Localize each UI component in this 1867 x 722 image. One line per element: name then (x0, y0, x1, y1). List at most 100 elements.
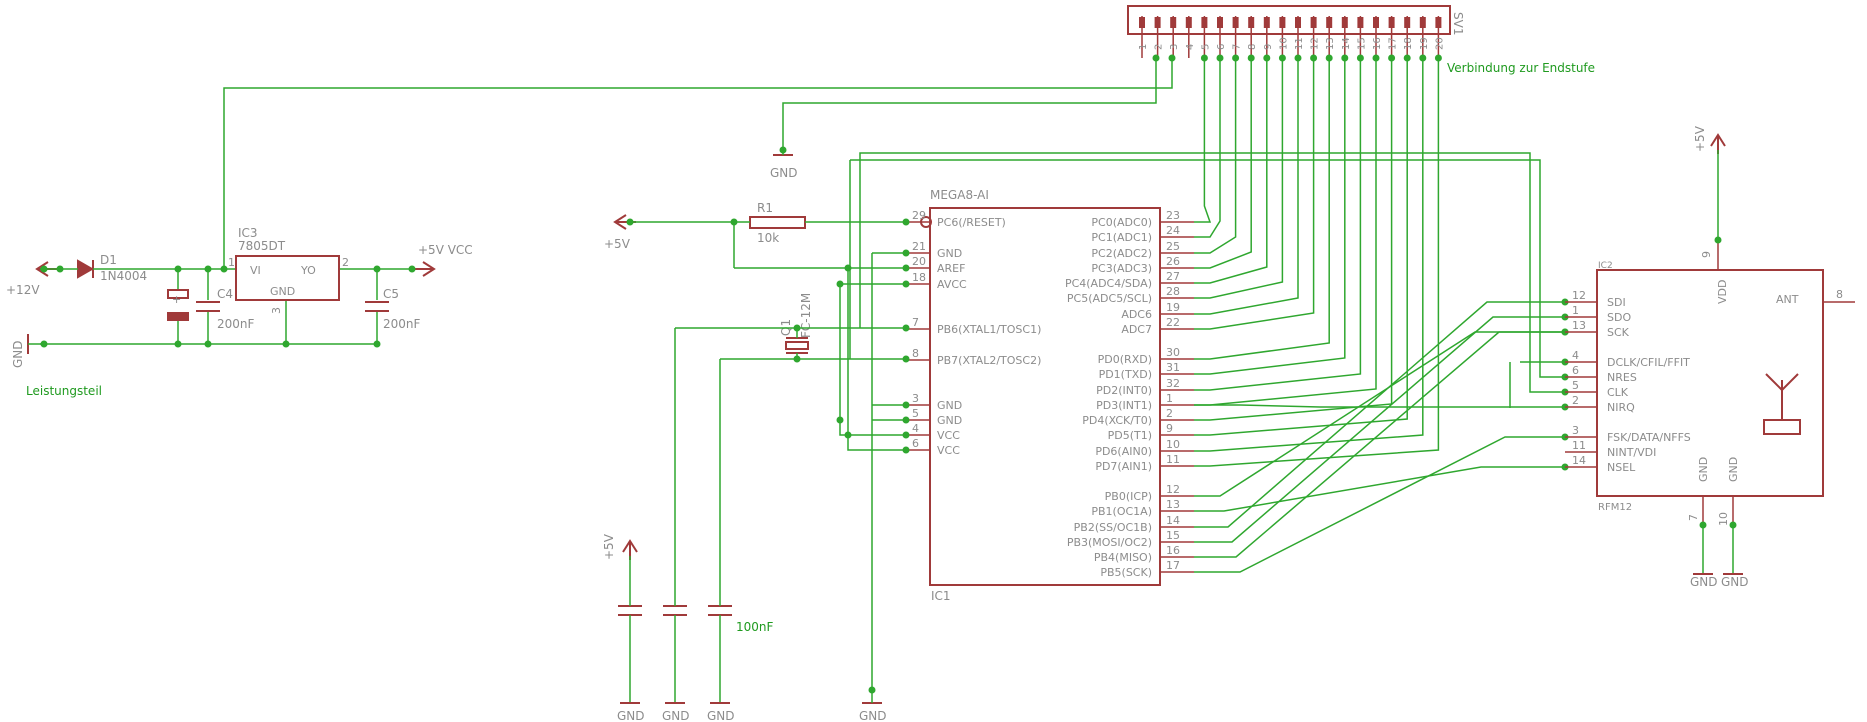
mega-right-num: 1 (1166, 392, 1173, 405)
svg-text:1: 1 (228, 256, 235, 269)
mega-right-num: 11 (1166, 453, 1180, 466)
r1-name: R1 (757, 201, 773, 215)
mega-left-num: 7 (912, 316, 919, 329)
mega-right-pin: PC1(ADC1) (1091, 231, 1152, 244)
mega-left-pin: AREF (937, 262, 965, 275)
sv1-pin-1: 1 (1138, 44, 1149, 50)
sv1-name: SV1 (1451, 12, 1465, 35)
rfm-left-pin: SCK (1607, 326, 1630, 339)
ic1-mega8: MEGA8-AI IC1 PC6(/RESET)29GND21AREF20AVC… (906, 188, 1194, 603)
svg-text:+: + (172, 293, 181, 306)
rfm-left-pin: FSK/DATA/NFFS (1607, 431, 1691, 444)
ic1-name: IC1 (931, 589, 951, 603)
rfm-left-pin: NIRQ (1607, 401, 1635, 414)
rfm-left-num: 13 (1572, 319, 1586, 332)
sv1-pin-10: 10 (1278, 37, 1289, 50)
power-section: +12V D1 1N4004 GND Leistungsteil (6, 58, 1173, 398)
sv1-pin-2: 2 (1154, 44, 1165, 50)
sv1-pin-16: 16 (1372, 37, 1383, 50)
mega-left-num: 29 (912, 209, 926, 222)
mega-right-pin: PB3(MOSI/OC2) (1067, 536, 1152, 549)
q1-value: FC-12M (799, 293, 813, 338)
mega-right-num: 13 (1166, 498, 1180, 511)
antenna-icon (1763, 373, 1801, 435)
mega-right-pin: PB5(SCK) (1100, 566, 1152, 579)
mega-right-pin: PC2(ADC2) (1091, 247, 1152, 260)
capacitor-c4 (196, 301, 220, 312)
mega-right-pin: PD7(AIN1) (1095, 460, 1152, 473)
vcc-label: +5V VCC (418, 243, 473, 257)
mega-left-num: 6 (912, 437, 919, 450)
rfm-left-num: 2 (1572, 394, 1579, 407)
svg-text:8: 8 (1836, 288, 1843, 301)
c5-name: C5 (383, 287, 399, 301)
gnd-rfm1: GND (1690, 575, 1718, 589)
sv1-pin-18: 18 (1403, 37, 1414, 50)
sv1-pin-15: 15 (1356, 37, 1367, 50)
mega-right-pin: PD4(XCK/T0) (1082, 414, 1152, 427)
rfm-left-pin: NRES (1607, 371, 1637, 384)
leistungsteil-label: Leistungsteil (26, 384, 102, 398)
ic3-vo: YO (300, 264, 316, 277)
mega-right-pin: PD3(INT1) (1096, 399, 1152, 412)
mega-left-pin: PC6(/RESET) (937, 216, 1006, 229)
mega-right-pin: PB2(SS/OC1B) (1074, 521, 1152, 534)
plus5v-reset-label: +5V (604, 237, 631, 251)
rfm-left-num: 4 (1572, 349, 1579, 362)
d1-value: 1N4004 (100, 269, 147, 283)
rfm-left-num: 6 (1572, 364, 1579, 377)
cap-bottom-1 (618, 605, 642, 616)
mega-right-num: 19 (1166, 301, 1180, 314)
mega-right-num: 23 (1166, 209, 1180, 222)
ic3-value: 7805DT (238, 239, 286, 253)
rfm-left-pin: NSEL (1607, 461, 1636, 474)
ic3-vi: VI (250, 264, 261, 277)
rfm-left-num: 12 (1572, 289, 1586, 302)
sv1-pin-7: 7 (1232, 44, 1243, 50)
mega-left-pin: VCC (937, 429, 960, 442)
mega-left-num: 21 (912, 240, 926, 253)
ic1-value: MEGA8-AI (930, 188, 989, 202)
mega-right-pin: PC3(ADC3) (1091, 262, 1152, 275)
sv1-pin-12: 12 (1310, 37, 1321, 50)
c4-name: C4 (217, 287, 233, 301)
mega-right-num: 15 (1166, 529, 1180, 542)
mega-right-num: 12 (1166, 483, 1180, 496)
mega-right-pin: PB0(ICP) (1105, 490, 1152, 503)
mega-right-num: 26 (1166, 255, 1180, 268)
cap-bottom-2 (663, 605, 687, 616)
svg-text:7: 7 (1687, 514, 1700, 521)
mega-right-pin: PC0(ADC0) (1091, 216, 1152, 229)
sv1-pin-5: 5 (1200, 44, 1211, 50)
ic2-name: IC2 (1598, 261, 1613, 271)
mega-right-num: 10 (1166, 438, 1180, 451)
rfm-ant: ANT (1776, 293, 1799, 306)
mega-left-num: 4 (912, 422, 919, 435)
d1-name: D1 (100, 253, 117, 267)
rfm-gnd2: GND (1727, 457, 1740, 482)
sv1-pin-3: 3 (1169, 44, 1180, 50)
mega-right-num: 27 (1166, 270, 1180, 283)
c4-value: 200nF (217, 317, 255, 331)
mega-right-pin: PD6(AIN0) (1095, 445, 1152, 458)
rfm-left-pin: CLK (1607, 386, 1629, 399)
rfm-left-num: 11 (1572, 439, 1586, 452)
mega-left-pin: AVCC (937, 278, 967, 291)
mega-left-num: 5 (912, 407, 919, 420)
c5-value: 200nF (383, 317, 421, 331)
mega-left-pin: GND (937, 399, 962, 412)
regulator-ic3 (235, 255, 340, 301)
sv1-pin-11: 11 (1294, 37, 1305, 50)
ic3-gnd: GND (270, 285, 295, 298)
gnd-rfm2: GND (1721, 575, 1749, 589)
mega-right-num: 16 (1166, 544, 1180, 557)
rfm-gnd1: GND (1697, 457, 1710, 482)
rfm-left-pin: SDI (1607, 296, 1626, 309)
rfm-left-pin: NINT/VDI (1607, 446, 1656, 459)
resistor-r1 (749, 216, 806, 229)
mega-left-num: 8 (912, 347, 919, 360)
rfm-left-pin: SDO (1607, 311, 1631, 324)
mega-left-num: 18 (912, 271, 926, 284)
mega-right-num: 22 (1166, 316, 1180, 329)
